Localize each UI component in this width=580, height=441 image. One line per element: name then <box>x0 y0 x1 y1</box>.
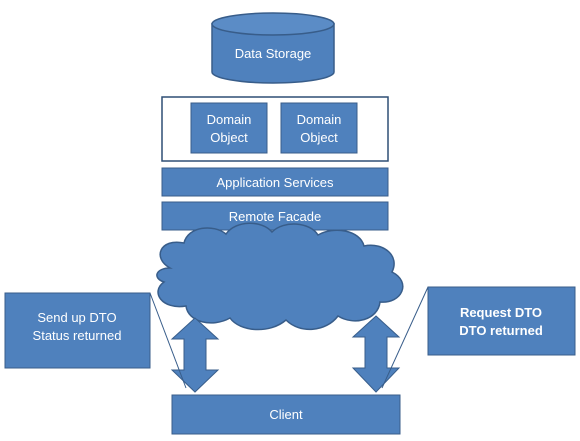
client-box: Client <box>171 394 401 435</box>
data-storage-label: Data Storage <box>235 46 312 61</box>
left-callout-line1: Send up DTO <box>37 310 116 325</box>
client-label: Client <box>269 407 303 422</box>
domain-object-box-1: Domain Object <box>190 102 268 154</box>
remote-facade-label: Remote Facade <box>229 209 322 224</box>
domain-object-2-label-line1: Domain <box>297 112 342 127</box>
domain-object-box-2: Domain Object <box>280 102 358 154</box>
application-services-label: Application Services <box>216 175 334 190</box>
data-storage-cylinder-top <box>211 12 335 36</box>
right-bidirectional-arrow <box>351 315 401 393</box>
right-callout-line2: DTO returned <box>459 323 543 338</box>
left-bidirectional-arrow <box>170 317 220 393</box>
right-callout-pointer <box>381 286 429 389</box>
right-callout-line1: Request DTO <box>460 305 542 320</box>
domain-object-2-label-line2: Object <box>300 130 338 145</box>
application-services-box: Application Services <box>161 167 389 197</box>
remote-facade-box: Remote Facade <box>161 201 389 231</box>
domain-object-1-label-line2: Object <box>210 130 248 145</box>
left-callout-pointer <box>149 292 187 389</box>
left-callout: Send up DTO Status returned <box>4 292 187 389</box>
left-callout-line2: Status returned <box>33 328 122 343</box>
data-storage-node: Data Storage <box>211 12 335 84</box>
network-cloud <box>156 222 404 331</box>
data-storage-cylinder-body <box>211 23 335 84</box>
right-callout: Request DTO DTO returned <box>381 286 576 389</box>
domain-object-1-label-line1: Domain <box>207 112 252 127</box>
